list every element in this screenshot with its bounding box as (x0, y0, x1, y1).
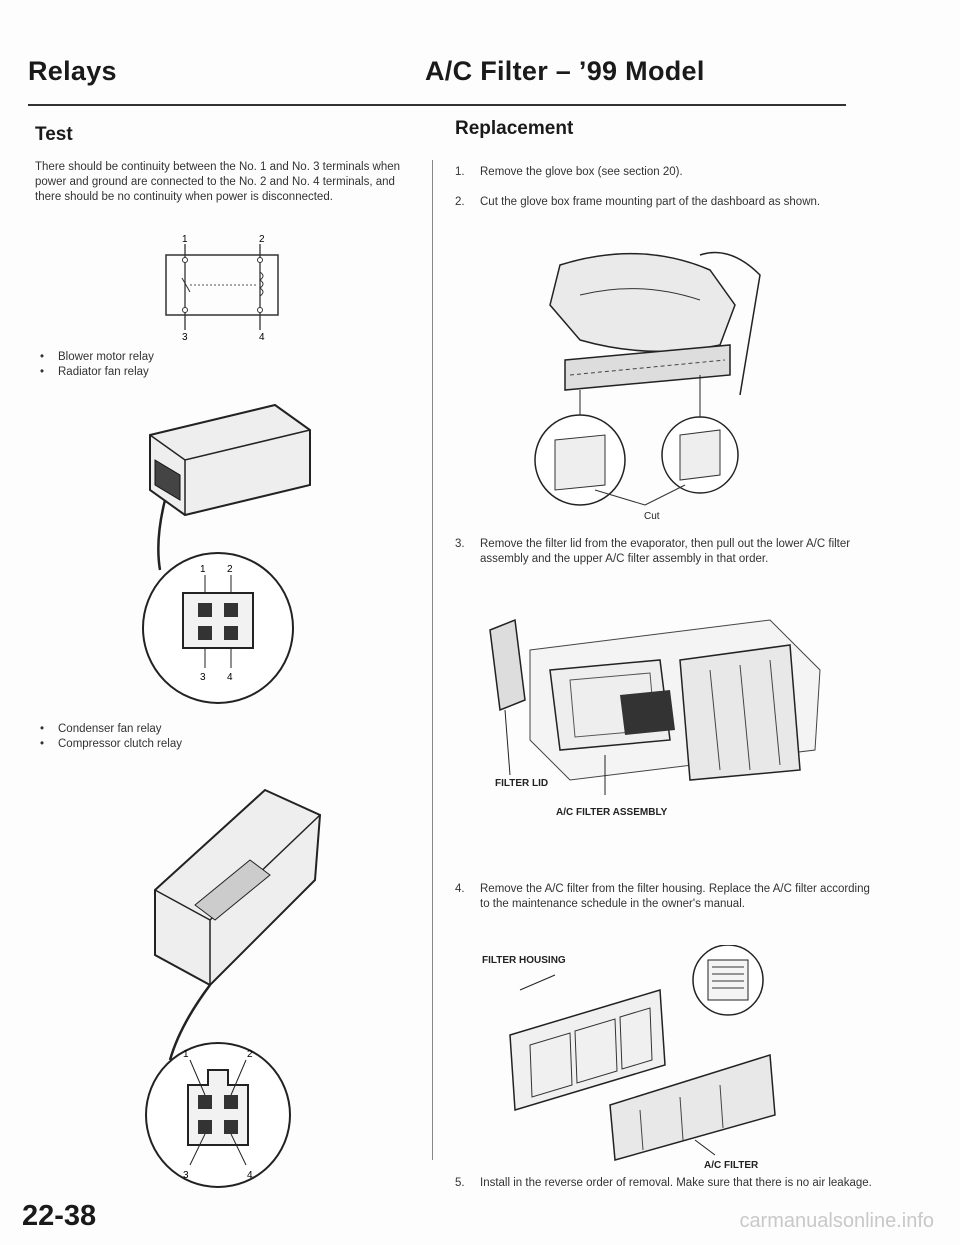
relay-a-terminal-3: 3 (200, 672, 206, 683)
column-divider (432, 160, 433, 1160)
step-number: 2. (455, 196, 465, 208)
relay-b-terminal-4: 4 (247, 1170, 253, 1181)
terminal-3-label: 3 (182, 332, 188, 342)
relay-a-terminal-1: 1 (200, 564, 206, 575)
watermark-text: carmanualsonline.info (739, 1210, 934, 1232)
step-text: Cut the glove box frame mounting part of… (480, 196, 821, 208)
dashboard-cut-illustration (534, 251, 761, 506)
step-text: Install in the reverse order of removal.… (480, 1177, 872, 1189)
section-title-ac-filter: A/C Filter – ’99 Model (425, 56, 705, 86)
cut-label: Cut (644, 511, 660, 522)
page-number: 22-38 (22, 1200, 97, 1232)
relay-a-illustration: 1 2 3 4 (142, 403, 311, 704)
list-item: Compressor clutch relay (36, 737, 182, 752)
step-number: 3. (455, 538, 465, 550)
filter-housing-label: FILTER HOUSING (482, 955, 566, 966)
step-text: Remove the glove box (see section 20). (480, 166, 683, 178)
terminal-1-label: 1 (182, 234, 188, 245)
relay-list-a: Blower motor relay Radiator fan relay (36, 350, 154, 380)
relay-b-terminal-2: 2 (247, 1049, 253, 1060)
replacement-heading: Replacement (455, 118, 574, 139)
relay-a-terminal-4: 4 (227, 672, 233, 683)
list-item: Condenser fan relay (36, 722, 182, 737)
relay-schematic-diagram: 1 2 3 4 (165, 234, 279, 342)
terminal-4-label: 4 (259, 332, 265, 342)
step-text: Remove the filter lid from the evaporato… (480, 538, 851, 565)
relay-b-terminal-3: 3 (183, 1170, 189, 1181)
ac-filter-label: A/C FILTER (704, 1160, 759, 1171)
filter-assembly-label: A/C FILTER ASSEMBLY (556, 807, 668, 818)
relay-list-b: Condenser fan relay Compressor clutch re… (36, 722, 182, 752)
step-text: Remove the A/C filter from the filter ho… (480, 883, 870, 910)
list-item: Blower motor relay (36, 350, 154, 365)
relay-a-terminal-2: 2 (227, 564, 233, 575)
test-paragraph: There should be continuity between the N… (35, 161, 401, 203)
terminal-2-label: 2 (259, 234, 265, 245)
list-item: Radiator fan relay (36, 365, 154, 380)
header-divider (28, 104, 846, 106)
filter-housing-illustration (509, 945, 776, 1161)
filter-lid-label: FILTER LID (495, 778, 549, 789)
relay-b-terminal-1: 1 (183, 1049, 189, 1060)
step-number: 5. (455, 1177, 465, 1189)
test-heading: Test (35, 124, 73, 145)
step-number: 4. (455, 883, 465, 895)
relay-b-illustration: 1 2 3 4 (145, 788, 322, 1188)
section-title-relays: Relays (28, 56, 117, 86)
filter-removal-illustration (489, 618, 821, 795)
step-number: 1. (455, 166, 465, 178)
